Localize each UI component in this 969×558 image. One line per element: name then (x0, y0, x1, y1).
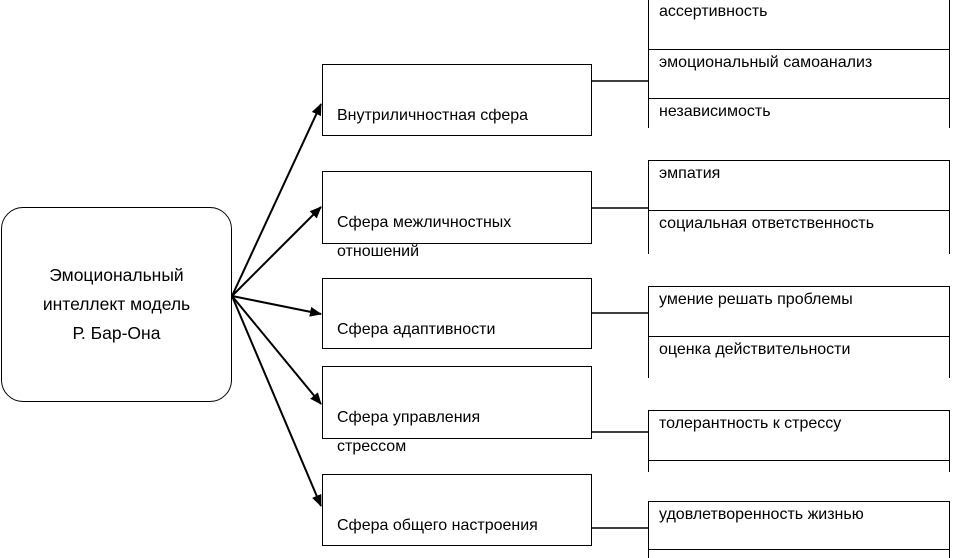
arrow-to-sphere-3 (231, 295, 322, 317)
arrow-to-sphere-5 (231, 295, 322, 507)
sphere-label: Сфера управления стрессом (337, 409, 481, 455)
list-item-assertiveness: ассертивность (648, 0, 950, 49)
list-item-empty (648, 460, 950, 472)
list-item-empathy: эмпатия (648, 160, 950, 210)
list-item-label: толерантность к стрессу (659, 415, 842, 432)
sphere-label: Сфера адаптивности (337, 321, 496, 338)
list-item-reality-testing: оценка действительности (648, 336, 950, 378)
sphere-label: Внутриличностная сфера (337, 107, 529, 124)
list-item-stress-tolerance: толерантность к стрессу (648, 410, 950, 460)
list-item-label: оценка действительности (659, 341, 851, 358)
list-item-empty (648, 549, 950, 558)
root-label: Эмоциональный интеллект модель Р. Бар-Он… (42, 265, 191, 343)
arrow-to-sphere-2 (231, 206, 322, 297)
list-item-independence: независимость (648, 98, 950, 128)
list-item-social-responsibility: социальная ответственность (648, 210, 950, 254)
sphere-box-adaptability: Сфера адаптивности (322, 278, 592, 349)
list-item-problem-solving: умение решать проблемы (648, 286, 950, 336)
list-item-label: умение решать проблемы (659, 291, 853, 308)
list-item-life-satisfaction: удовлетворенность жизнью (648, 501, 950, 549)
sphere-label: Сфера общего настроения (337, 517, 538, 534)
list-item-label: удовлетворенность жизнью (659, 506, 864, 523)
sphere-box-intrapersonal: Внутриличностная сфера (322, 64, 592, 136)
root-node: Эмоциональный интеллект модель Р. Бар-Он… (1, 207, 232, 402)
list-item-self-analysis: эмоциональный самоанализ (648, 49, 950, 98)
list-item-label: ассертивность (659, 3, 768, 20)
sphere-box-stress-management: Сфера управления стрессом (322, 366, 592, 455)
list-item-label: эмоциональный самоанализ (659, 54, 873, 71)
sphere-label: Сфера межличностных отношений (337, 214, 512, 260)
sphere-box-interpersonal: Сфера межличностных отношений (322, 171, 592, 260)
list-item-label: социальная ответственность (659, 215, 875, 232)
list-item-label: эмпатия (659, 165, 721, 182)
sphere-box-general-mood: Сфера общего настроения (322, 474, 592, 546)
arrow-to-sphere-1 (231, 103, 322, 297)
arrow-to-sphere-4 (231, 295, 322, 405)
list-item-label: независимость (659, 103, 771, 120)
